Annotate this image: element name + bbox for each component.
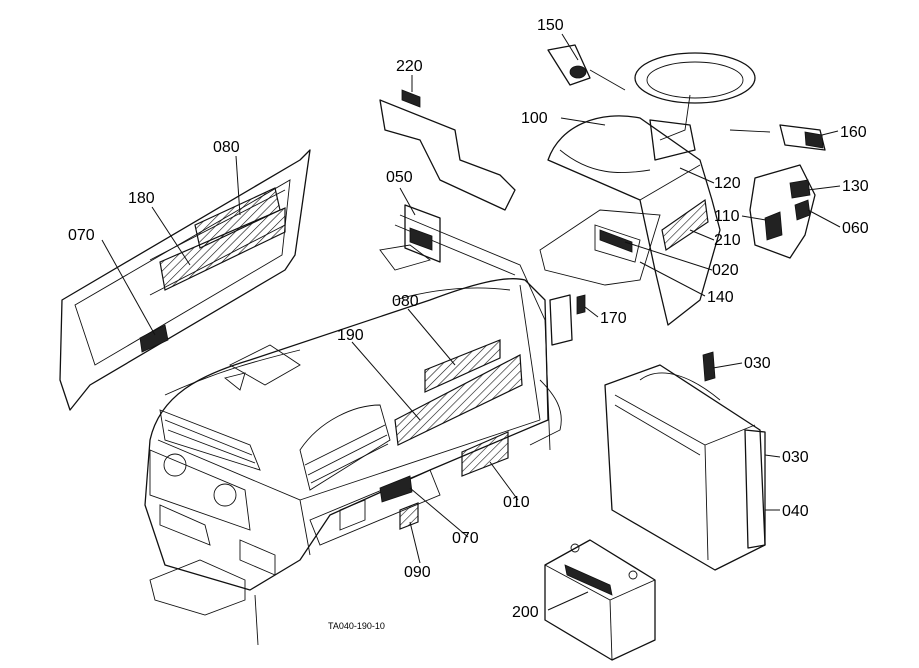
label-150: 150 (537, 17, 564, 34)
decal-010-side (461, 431, 509, 477)
label-080-hood: 080 (392, 293, 419, 310)
label-030-side: 030 (782, 449, 809, 466)
figure-code: TA040-190-10 (328, 621, 385, 631)
decal-070-panel (139, 324, 169, 353)
switch-150 (547, 44, 591, 86)
label-180: 180 (128, 190, 155, 207)
label-080-panel: 080 (213, 139, 240, 156)
label-040: 040 (782, 503, 809, 520)
label-190: 190 (337, 327, 364, 344)
decal-180-panel (159, 207, 286, 291)
hood-assembly (144, 214, 562, 646)
clip-170 (549, 294, 586, 346)
label-010: 010 (503, 494, 530, 511)
bracket-050 (404, 204, 441, 263)
label-110: 110 (714, 208, 740, 225)
label-160: 160 (840, 124, 867, 141)
label-140: 140 (707, 289, 734, 306)
label-020: 020 (712, 262, 739, 279)
switch-panel (749, 164, 816, 259)
decal-090-side (399, 502, 419, 530)
label-210: 210 (714, 232, 741, 249)
label-130: 130 (842, 178, 869, 195)
battery (544, 539, 656, 661)
decal-210-dash (661, 198, 709, 251)
leader-lines (101, 33, 841, 611)
label-120: 120 (714, 175, 741, 192)
label-030-top: 030 (744, 355, 771, 372)
dash-column (539, 52, 756, 326)
label-170: 170 (600, 310, 627, 327)
part-labels: 150 220 100 160 080 050 120 130 180 110 … (68, 17, 869, 631)
label-200: 200 (512, 604, 539, 621)
radiator (604, 351, 766, 571)
label-090: 090 (404, 564, 431, 581)
label-050: 050 (386, 169, 413, 186)
decal-080-hood (424, 339, 501, 393)
switch-160 (779, 124, 826, 151)
label-070-side: 070 (452, 530, 479, 547)
decal-190-hood (394, 354, 523, 446)
label-060: 060 (842, 220, 869, 237)
decal-070-side (379, 475, 413, 503)
label-100: 100 (521, 110, 548, 127)
label-220: 220 (396, 58, 423, 75)
plate-220 (379, 89, 516, 211)
decal-020-dash (599, 229, 633, 253)
label-070-panel: 070 (68, 227, 95, 244)
